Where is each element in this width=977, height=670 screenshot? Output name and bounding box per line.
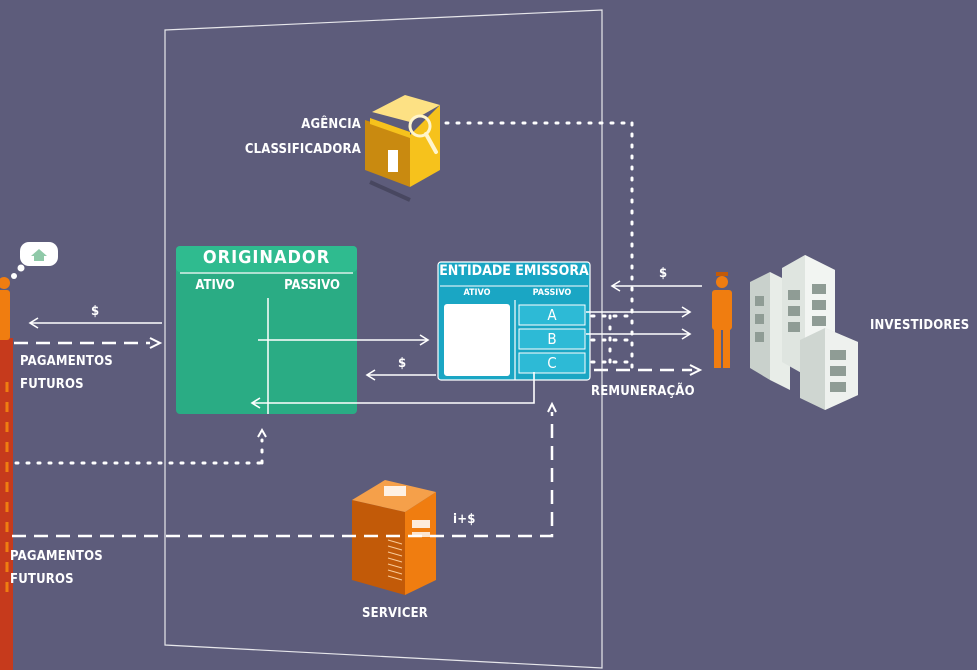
magnifier-icon (408, 114, 438, 154)
flow-servicer (12, 412, 554, 538)
tranche-b-box (518, 328, 586, 350)
entidade-ativo-label: ATIVO (463, 288, 491, 298)
originador-title: ORIGINADOR (202, 247, 331, 268)
server-tower-icon (352, 480, 436, 595)
originador-box (176, 246, 357, 414)
arrowhead (365, 369, 376, 381)
agency-building-icon (365, 95, 440, 202)
thought-dot (11, 273, 17, 279)
investor-person-icon (712, 272, 732, 368)
arrowhead (610, 280, 621, 292)
servicer-label: SERVICER (362, 606, 429, 621)
tranche-a-box (518, 304, 586, 326)
i-plus-dollar-label: i+$ (453, 512, 476, 527)
agencia-label: AGÊNCIA CLASSIFICADORA (245, 115, 361, 159)
entidade-ativo-panel (444, 304, 510, 376)
remuneracao-label: REMUNERAÇÃO (591, 384, 695, 399)
flow-c-to-orig (252, 372, 535, 404)
originador-ativo-label: ATIVO (195, 278, 235, 293)
thought-dot (17, 264, 25, 272)
pagamentos-top-label: PAGAMENTOS FUTUROS (20, 352, 113, 394)
arrowhead (149, 337, 163, 349)
tranche-a-label: A (547, 306, 557, 324)
arrowhead (250, 397, 261, 409)
originador-header (176, 246, 357, 272)
person-icon (0, 277, 10, 340)
tranche-c-box (518, 352, 586, 374)
agencia-line2: CLASSIFICADORA (244, 142, 361, 157)
entidade-title: ENTIDADE EMISSORA (439, 263, 589, 279)
agencia-line1: AGÊNCIA (301, 117, 361, 132)
dollar-left-label: $ (91, 304, 100, 319)
pagamentos-bottom-line1: PAGAMENTOS (10, 549, 103, 564)
originador-passivo-label: PASSIVO (284, 278, 340, 293)
dollar-right-label: $ (659, 266, 668, 281)
arrowhead (689, 364, 703, 376)
arrowhead (28, 317, 39, 329)
boundary-panel (164, 9, 603, 669)
tranche-c-label: C (547, 354, 557, 372)
pagamentos-bottom-line2: FUTUROS (10, 572, 74, 587)
pagamentos-bottom-label: PAGAMENTOS FUTUROS (10, 547, 103, 589)
entidade-passivo-label: PASSIVO (532, 288, 572, 298)
arrowhead (419, 334, 430, 346)
dollar-mid-label: $ (398, 356, 407, 371)
pagamentos-top-line1: PAGAMENTOS (20, 354, 113, 369)
arrowhead (681, 328, 692, 340)
arrowhead (257, 427, 267, 438)
investidores-label: INVESTIDORES (870, 318, 970, 333)
pagamentos-top-line2: FUTUROS (20, 377, 84, 392)
house-bubble-icon (20, 242, 58, 266)
office-buildings-icon (750, 255, 858, 410)
arrowhead (681, 306, 692, 318)
tranche-b-label: B (547, 330, 557, 348)
arrowhead (547, 401, 557, 413)
flows (12, 121, 703, 538)
